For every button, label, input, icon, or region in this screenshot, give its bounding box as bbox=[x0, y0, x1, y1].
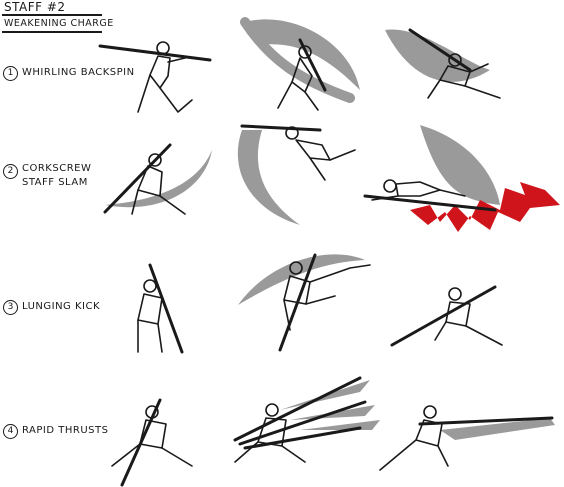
row-3-frame-3-figure bbox=[390, 285, 503, 347]
row-2-frame-1-figure bbox=[103, 143, 186, 215]
row-4-frame-2-figure bbox=[233, 376, 367, 463]
move-2-label-line-1: CORKSCREW bbox=[22, 163, 92, 174]
row-4-frame-3-trail bbox=[440, 418, 555, 440]
move-1-label: WHIRLING BACKSPIN bbox=[22, 67, 135, 78]
move-1-number: 1 bbox=[3, 66, 18, 81]
sheet-subtitle: WEAKENING CHARGE bbox=[4, 18, 114, 29]
row-1-frame-3-trail bbox=[385, 29, 490, 82]
row-2-frame-3-burst bbox=[410, 182, 560, 232]
move-4-number: 4 bbox=[3, 424, 18, 439]
row-1-frame-3-figure bbox=[408, 28, 501, 99]
move-3-number: 3 bbox=[3, 300, 18, 315]
row-3-frame-2-figure bbox=[278, 253, 371, 352]
row-2-frame-2-trail bbox=[237, 130, 300, 225]
row-3-frame-1-figure bbox=[137, 263, 184, 354]
row-4-frame-2-trail bbox=[280, 380, 380, 430]
row-1-frame-2-trail bbox=[240, 17, 360, 103]
sheet-title: STAFF #2 bbox=[4, 0, 66, 14]
row-4-frame-1-figure bbox=[111, 398, 193, 487]
row-2-frame-3-trail bbox=[420, 125, 500, 205]
move-2-number: 2 bbox=[3, 164, 18, 179]
row-2-frame-2-figure bbox=[240, 124, 356, 181]
row-1-frame-2-figure bbox=[277, 38, 327, 111]
row-2-frame-3-figure bbox=[363, 179, 497, 212]
move-4-label: RAPID THRUSTS bbox=[22, 425, 109, 436]
move-3-label: LUNGING KICK bbox=[22, 301, 101, 312]
title-underline bbox=[2, 14, 102, 16]
row-4-frame-3-figure bbox=[379, 405, 554, 471]
move-2-label-line-2: STAFF SLAM bbox=[22, 177, 88, 188]
subtitle-underline bbox=[2, 31, 102, 33]
row-1-frame-1-figure bbox=[98, 41, 212, 113]
